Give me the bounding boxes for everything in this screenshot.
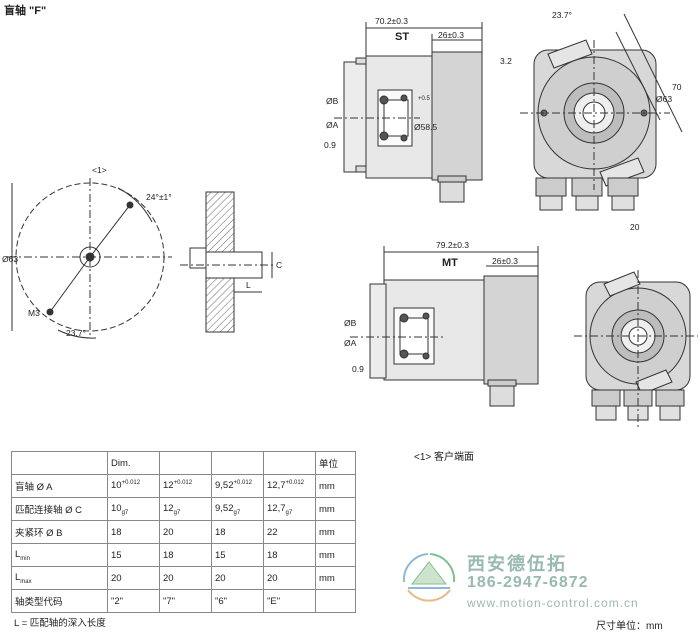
st-front-angle: 23.7° (552, 10, 572, 20)
table-cell: "E" (263, 589, 316, 613)
mt-front-view (574, 270, 698, 430)
header-blank (211, 451, 264, 475)
table-cell: 9,52g7 (211, 497, 264, 521)
shaft-dim-l: L (246, 280, 251, 290)
technical-drawing: ST 70.2±0.3 26±0.3 ØB ØA Ø58.5 +0.5 0.9 … (2, 10, 698, 430)
callout-1: <1> (92, 165, 107, 175)
table-cell: 15 (211, 543, 264, 567)
header-blank (159, 451, 212, 475)
st-dim-diam: Ø58.5 (414, 122, 437, 132)
shaft-section-view (180, 191, 274, 333)
mt-dim-a: ØA (344, 338, 357, 348)
face-dim-63: Ø63 (2, 254, 18, 264)
mt-body-dim: 26±0.3 (492, 256, 518, 266)
mt-label: MT (442, 257, 458, 269)
table-cell: 20 (159, 566, 212, 590)
unit-cell: mm (315, 474, 356, 498)
table-cell: 10+0.012 (107, 474, 160, 498)
face-thread: M3 (28, 308, 40, 318)
table-cell: 18 (159, 543, 212, 567)
row-label: 盲轴 Ø A (11, 474, 108, 498)
table-cell: 22 (263, 520, 316, 544)
row-label: Lmin (11, 543, 108, 567)
watermark-logo (402, 553, 456, 602)
st-front-dim-63: Ø63 (656, 94, 672, 104)
table-cell: "6" (211, 589, 264, 613)
table-header-row: Dim. 单位 (11, 451, 356, 475)
header-unit: 单位 (315, 451, 356, 475)
table-cell: "2" (107, 589, 160, 613)
row-label: 匹配连接轴 Ø C (11, 497, 108, 521)
header-blank (263, 451, 316, 475)
st-body-dim: 26±0.3 (438, 30, 464, 40)
row-label: 轴类型代码 (11, 589, 108, 613)
header-dim: Dim. (107, 451, 160, 475)
mt-dim-b: ØB (344, 318, 357, 328)
table-cell: 12+0.012 (159, 474, 212, 498)
unit-cell: mm (315, 566, 356, 590)
st-front-dim-32: 3.2 (500, 56, 512, 66)
unit-cell: mm (315, 497, 356, 521)
table-cell: 20 (107, 566, 160, 590)
watermark-url: www.motion-control.com.cn (467, 596, 639, 610)
customer-face-view (8, 178, 172, 339)
st-dim-09: 0.9 (324, 140, 336, 150)
watermark-phone: 186-2947-6872 (467, 574, 589, 591)
table-cell: 18 (107, 520, 160, 544)
st-front-dim-20: 20 (630, 222, 640, 232)
st-side-view (334, 22, 483, 203)
watermark-brand-name: 西安德伍拓 (467, 554, 567, 574)
table-cell: 20 (263, 566, 316, 590)
header-empty (11, 451, 108, 475)
face-angle-1: 24°±1° (146, 192, 172, 202)
mt-side-view (350, 246, 539, 407)
st-front-dim-70: 70 (672, 82, 682, 92)
unit-cell: mm (315, 543, 356, 567)
st-dim-a: ØA (326, 120, 339, 130)
row-label: Lmax (11, 566, 108, 590)
unit-cell: mm (315, 520, 356, 544)
st-label: ST (395, 31, 409, 43)
unit-note: 尺寸单位：mm (596, 621, 663, 632)
table-cell: 12g7 (159, 497, 212, 521)
table-cell: 20 (159, 520, 212, 544)
customer-face-note: <1> 客户端面 (414, 452, 475, 463)
mt-overall-dim: 79.2±0.3 (436, 240, 469, 250)
footnote: L = 匹配轴的深入长度 (14, 618, 106, 629)
page-title: 盲轴 "F" (4, 5, 47, 17)
shaft-dim-c: C (276, 260, 282, 270)
table-cell: "7" (159, 589, 212, 613)
table-cell: 12,7+0.012 (263, 474, 316, 498)
table-cell: 9,52+0.012 (211, 474, 264, 498)
row-label: 夹紧环 Ø B (11, 520, 108, 544)
st-dim-b: ØB (326, 96, 339, 106)
table-cell: 15 (107, 543, 160, 567)
st-dim-diam-sup: +0.5 (418, 96, 431, 102)
face-angle-2: 23.7° (66, 328, 86, 338)
table-cell: 18 (263, 543, 316, 567)
unit-cell (315, 589, 356, 613)
table-cell: 12,7g7 (263, 497, 316, 521)
table-row: 轴类型代码"2""7""6""E" (11, 589, 356, 613)
table-cell: 20 (211, 566, 264, 590)
st-overall-dim: 70.2±0.3 (375, 16, 408, 26)
st-front-view (520, 13, 683, 211)
table-cell: 10g7 (107, 497, 160, 521)
mt-dim-09: 0.9 (352, 364, 364, 374)
table-cell: 18 (211, 520, 264, 544)
